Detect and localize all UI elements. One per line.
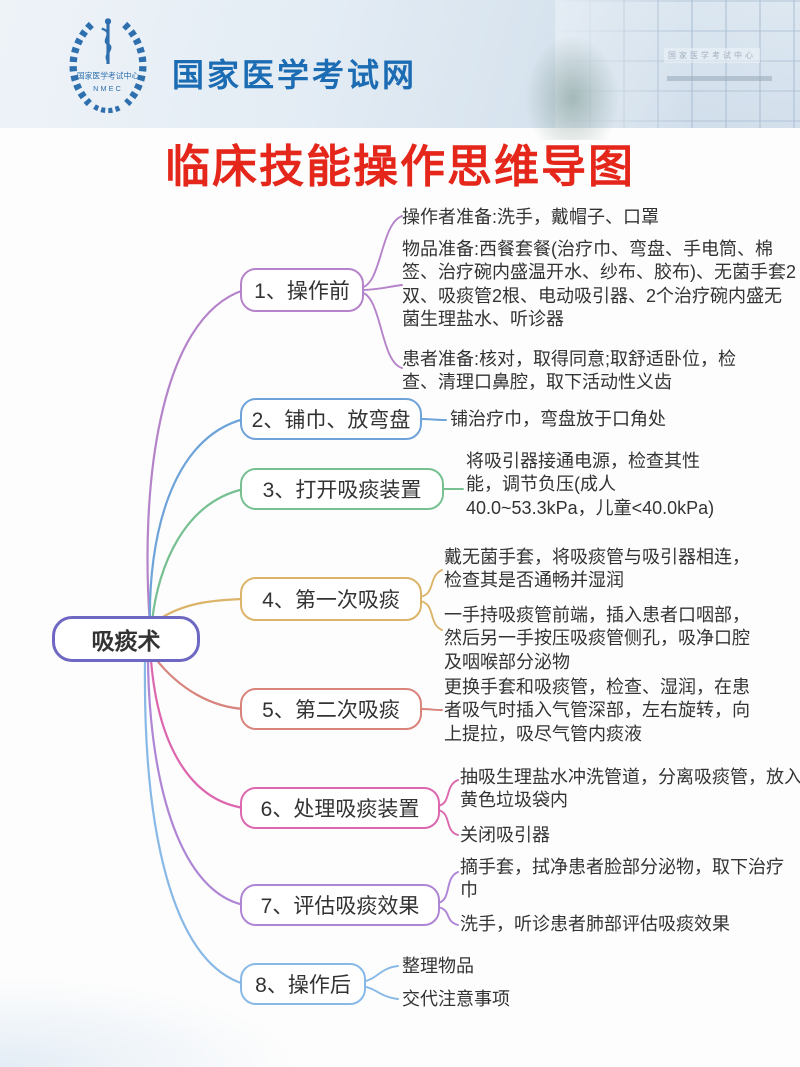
branch-node-8: 8、操作后 — [240, 963, 366, 1005]
detail-curve-1-2 — [359, 284, 403, 291]
header-banner: 国家医学考试中心 国家医学考试中心 NMEC 国家医学考试网 — [0, 0, 800, 140]
branch-curve-8 — [143, 660, 246, 986]
logo-emblem-abbr: NMEC — [93, 84, 123, 93]
detail-curve-4-2 — [419, 600, 443, 631]
detail-text: 抽吸生理盐水冲洗管道，分离吸痰管，放入黄色垃圾袋内 — [460, 767, 800, 811]
detail-curve-1-1 — [359, 215, 403, 289]
detail-text: 更换手套和吸痰管，检查、湿润，在患者吸气时插入气管深部，左右旋转，向上提拉，吸尽… — [444, 677, 750, 744]
detail-curve-8-1 — [361, 965, 399, 983]
detail-text: 铺治疗巾，弯盘放于口角处 — [450, 409, 666, 429]
detail-text: 戴无菌手套，将吸痰管与吸引器相连，检查其是否通畅并湿润 — [444, 547, 750, 591]
branch-curve-7 — [146, 660, 246, 907]
branch-curve-6 — [149, 658, 246, 810]
detail-curve-7-1 — [437, 871, 459, 904]
nmec-laurel-logo-icon: 国家医学考试中心 NMEC — [69, 18, 147, 114]
detail-curve-1-3 — [359, 291, 403, 369]
detail-text: 关闭吸引器 — [460, 825, 550, 845]
site-name: 国家医学考试网 — [172, 57, 418, 93]
branch-curve-5 — [153, 656, 246, 711]
branch-curve-3 — [150, 487, 246, 624]
detail-text: 整理物品 — [402, 956, 474, 976]
building-sign-text: 国家医学考试中心 — [664, 48, 760, 63]
detail-text: 操作者准备:洗手，戴帽子、口罩 — [402, 207, 659, 227]
branch-node-5: 5、第二次吸痰 — [240, 688, 422, 730]
detail-curve-5-1 — [419, 708, 443, 711]
branch-node-4: 4、第一次吸痰 — [240, 577, 422, 621]
detail-curve-8-2 — [361, 985, 399, 1000]
detail-text: 物品准备:西餐套餐(治疗巾、弯盘、手电筒、棉签、治疗碗内盛温开水、纱布、胶布)、… — [402, 239, 797, 330]
branch-curve-2 — [148, 417, 246, 627]
logo-emblem-text: 国家医学考试中心 — [77, 71, 140, 81]
detail-text: 摘手套，拭净患者脸部分泌物，取下治疗巾 — [460, 857, 784, 901]
page-title: 临床技能操作思维导图 — [164, 140, 635, 193]
detail-curve-6-2 — [437, 809, 459, 836]
tree-image — [525, 35, 620, 140]
branch-node-1: 1、操作前 — [240, 268, 364, 312]
detail-text: 洗手，听诊患者肺部评估吸痰效果 — [460, 914, 730, 934]
root-node: 吸痰术 — [52, 616, 200, 662]
detail-text: 交代注意事项 — [402, 989, 510, 1009]
branch-node-2: 2、铺巾、放弯盘 — [240, 398, 422, 440]
detail-curve-2-1 — [419, 418, 447, 421]
detail-text: 一手持吸痰管前端，插入患者口咽部，然后另一手按压吸痰管侧孔，吸净口腔及咽喉部分泌… — [444, 605, 750, 672]
branch-node-6: 6、处理吸痰装置 — [240, 787, 440, 829]
branch-curve-1 — [146, 288, 246, 627]
branch-node-7: 7、评估吸痰效果 — [240, 884, 440, 926]
building-photo: 国家医学考试中心 — [525, 0, 800, 140]
branch-node-3: 3、打开吸痰装置 — [240, 468, 444, 510]
detail-curve-7-2 — [437, 906, 459, 926]
detail-curve-6-1 — [437, 779, 459, 807]
detail-curve-4-1 — [419, 569, 443, 598]
detail-text: 患者准备:核对，取得同意;取舒适卧位，检查、清理口鼻腔，取下活动性义齿 — [402, 349, 737, 393]
building-awning — [667, 76, 772, 81]
detail-text: 将吸引器接通电源，检查其性能，调节负压(成人40.0~53.3kPa，儿童<40… — [466, 451, 715, 518]
